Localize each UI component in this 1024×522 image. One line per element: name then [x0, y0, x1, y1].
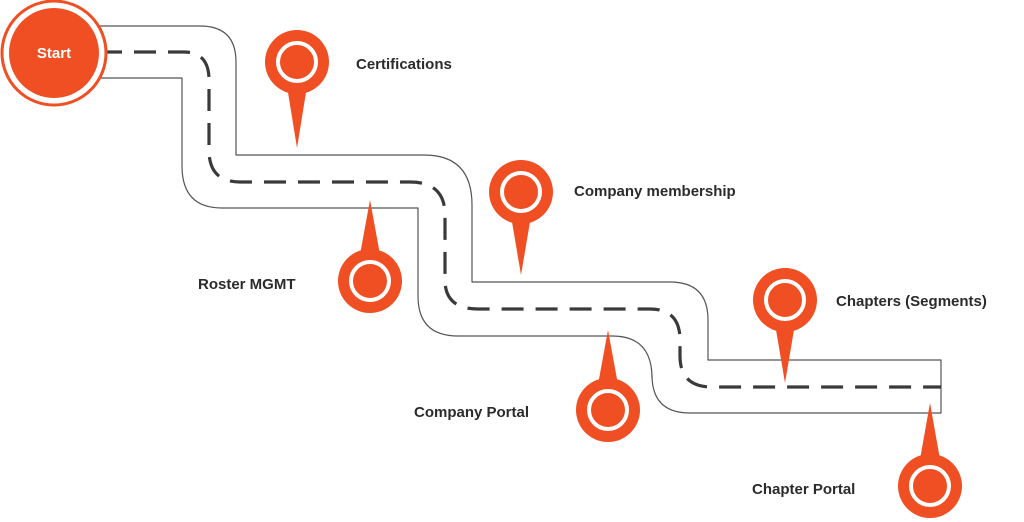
- pin-roster-mgmt: [338, 200, 402, 313]
- label-roster-mgmt: Roster MGMT: [198, 276, 296, 293]
- start-label: Start: [37, 45, 71, 62]
- label-chapters-segments: Chapters (Segments): [836, 293, 987, 310]
- pin-certifications: [265, 30, 329, 148]
- pin-company-portal: [576, 330, 640, 442]
- label-certifications: Certifications: [356, 56, 452, 73]
- pin-company-membership: [489, 160, 553, 275]
- pin-chapter-portal: [898, 403, 962, 518]
- label-company-portal: Company Portal: [414, 404, 530, 421]
- road-outline: [78, 25, 942, 414]
- label-company-membership: Company membership: [574, 183, 736, 200]
- road-center-dashes: [100, 50, 941, 389]
- label-chapter-portal: Chapter Portal: [752, 481, 856, 498]
- pin-chapters-segments: [753, 268, 817, 383]
- start-marker: Start: [0, 0, 108, 107]
